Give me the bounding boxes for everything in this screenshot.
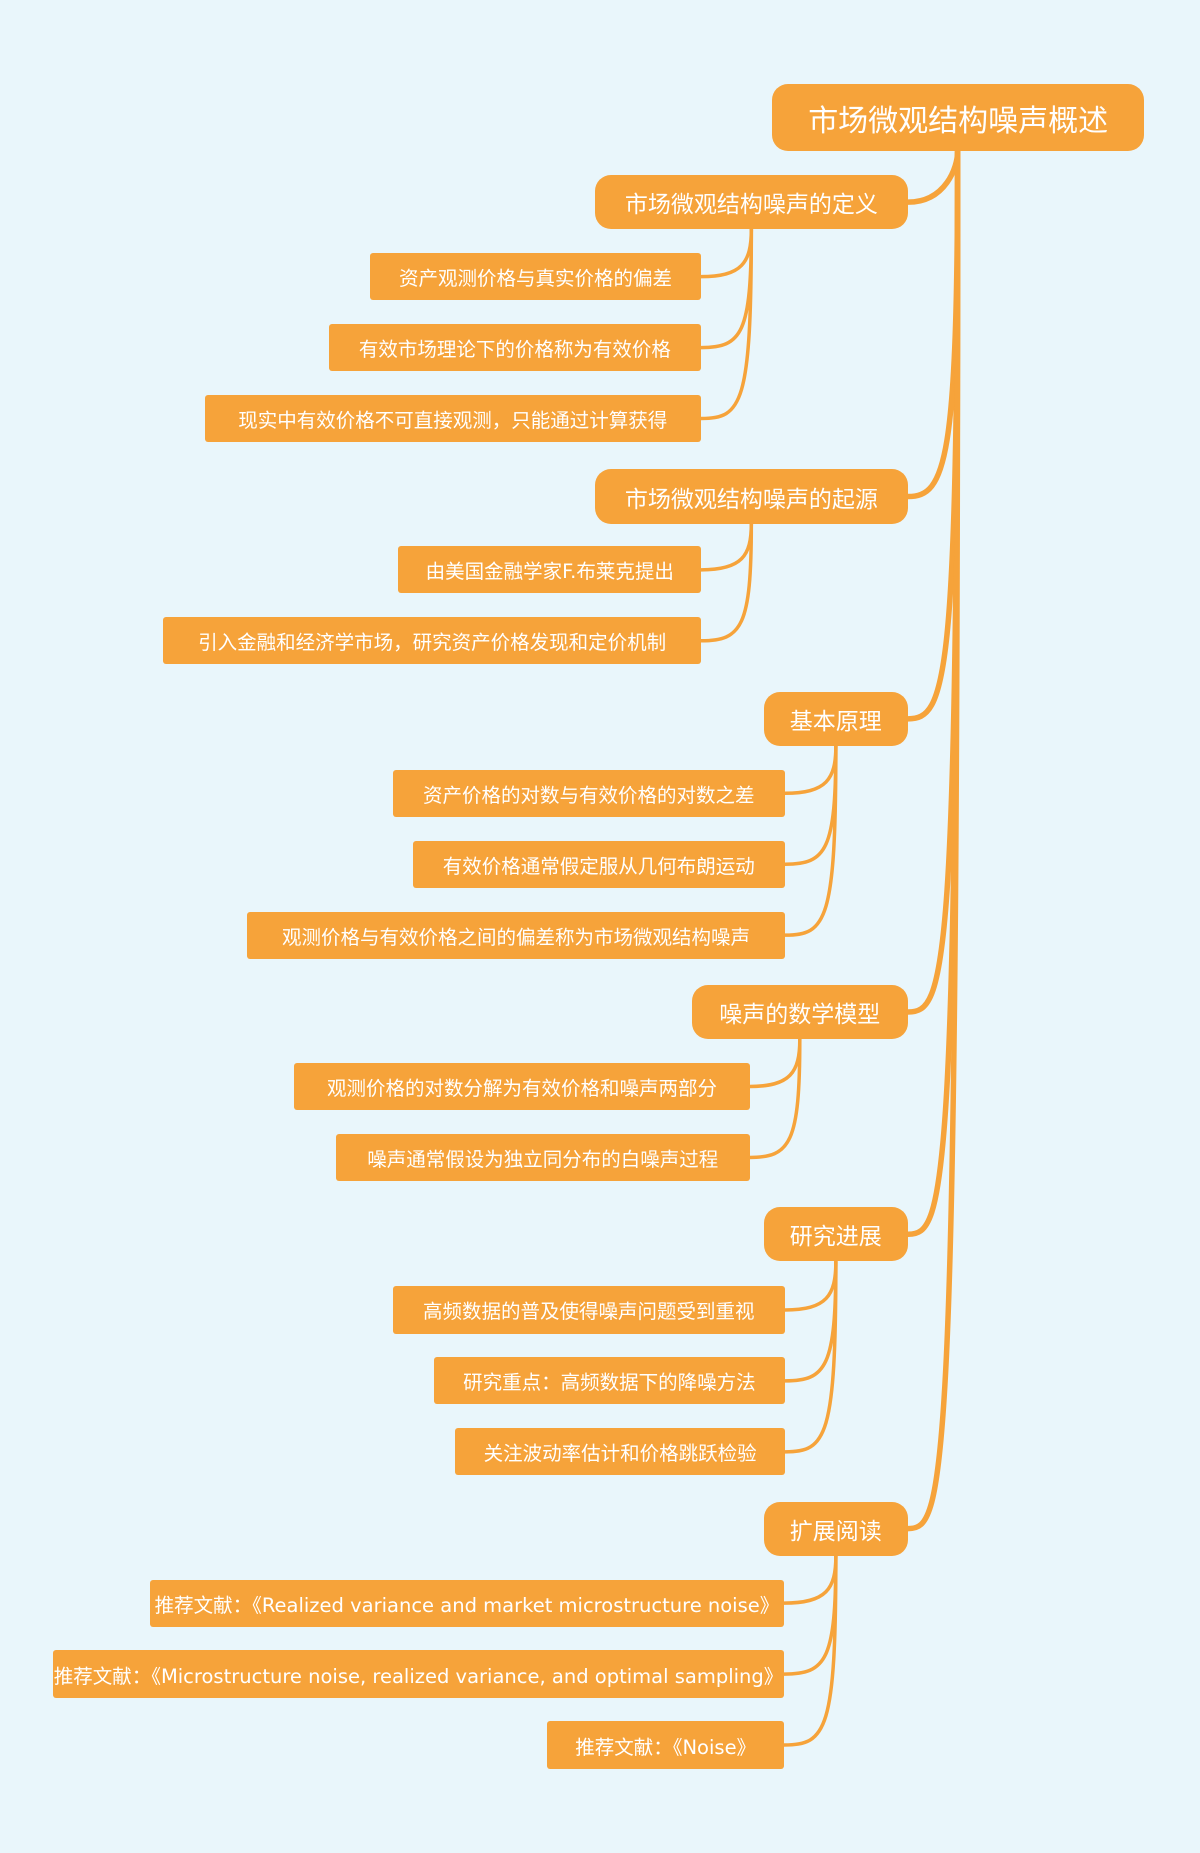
root-topic-node[interactable]: 市场微观结构噪声概述 bbox=[772, 83, 1145, 152]
leaf-topic-node[interactable]: 有效价格通常假定服从几何布朗运动 bbox=[412, 840, 785, 888]
leaf-topic-node[interactable]: 观测价格与有效价格之间的偏差称为市场微观结构噪声 bbox=[247, 911, 785, 959]
leaf-topic-node[interactable]: 高频数据的普及使得噪声问题受到重视 bbox=[392, 1286, 785, 1334]
branch-leaf-connector bbox=[699, 521, 754, 572]
branch-leaf-connector bbox=[783, 744, 838, 866]
leaf-topic-node[interactable]: 有效市场理论下的价格称为有效价格 bbox=[328, 323, 702, 372]
leaf-topic-node[interactable]: 现实中有效价格不可直接观测，只能通过计算获得 bbox=[204, 394, 702, 443]
branch-leaf-connector bbox=[782, 1554, 838, 1747]
branch-leaf-connector bbox=[699, 227, 754, 421]
root-branch-connector bbox=[905, 148, 961, 205]
branch-leaf-connector bbox=[699, 521, 754, 643]
branch-topic-node[interactable]: 扩展阅读 bbox=[763, 1501, 908, 1556]
branch-leaf-connector bbox=[782, 1554, 838, 1605]
leaf-topic-node[interactable]: 资产价格的对数与有效价格的对数之差 bbox=[392, 769, 785, 817]
branch-leaf-connector bbox=[747, 1037, 802, 1160]
leaf-topic-node[interactable]: 推荐文献：《Realized variance and market micro… bbox=[150, 1579, 784, 1627]
branch-topic-node[interactable]: 研究进展 bbox=[763, 1207, 908, 1262]
branch-leaf-connector bbox=[699, 227, 754, 279]
branch-leaf-connector bbox=[783, 1259, 838, 1312]
branch-leaf-connector bbox=[783, 744, 838, 937]
leaf-topic-node[interactable]: 观测价格的对数分解为有效价格和噪声两部分 bbox=[294, 1062, 750, 1111]
branch-leaf-connector bbox=[783, 1259, 838, 1383]
leaf-topic-node[interactable]: 关注波动率估计和价格跳跃检验 bbox=[455, 1428, 786, 1476]
branch-topic-node[interactable]: 基本原理 bbox=[763, 691, 908, 746]
branch-leaf-connector bbox=[782, 1554, 838, 1676]
leaf-topic-node[interactable]: 由美国金融学家F.布莱克提出 bbox=[398, 546, 702, 594]
leaf-topic-node[interactable]: 资产观测价格与真实价格的偏差 bbox=[370, 253, 701, 301]
leaf-topic-node[interactable]: 推荐文献：《Microstructure noise, realized var… bbox=[53, 1650, 784, 1698]
leaf-topic-node[interactable]: 研究重点：高频数据下的降噪方法 bbox=[433, 1357, 785, 1405]
branch-topic-node[interactable]: 噪声的数学模型 bbox=[691, 984, 908, 1040]
root-branch-connector bbox=[905, 148, 961, 1238]
root-branch-connector bbox=[905, 148, 961, 1532]
leaf-topic-node[interactable]: 推荐文献：《Noise》 bbox=[547, 1721, 784, 1769]
branch-topic-node[interactable]: 市场微观结构噪声的起源 bbox=[594, 469, 908, 524]
branch-leaf-connector bbox=[747, 1037, 802, 1089]
branch-topic-node[interactable]: 市场微观结构噪声的定义 bbox=[594, 175, 908, 230]
leaf-topic-node[interactable]: 噪声通常假设为独立同分布的白噪声过程 bbox=[335, 1133, 750, 1182]
branch-leaf-connector bbox=[699, 227, 754, 350]
branch-leaf-connector bbox=[783, 744, 838, 796]
branch-leaf-connector bbox=[783, 1259, 838, 1454]
leaf-topic-node[interactable]: 引入金融和经济学市场，研究资产价格发现和定价机制 bbox=[163, 617, 702, 665]
